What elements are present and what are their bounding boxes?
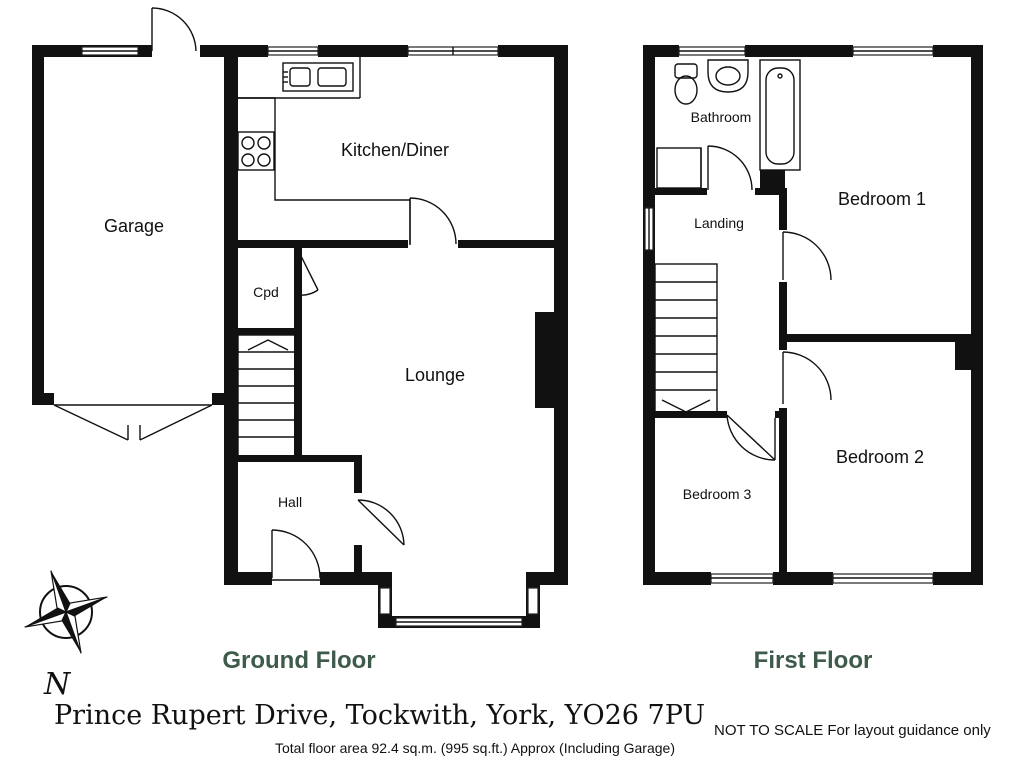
compass-rose-icon: N (24, 570, 108, 700)
airing-cupboard (656, 147, 702, 189)
hall-walls (238, 335, 362, 572)
first-floor-stairs (654, 263, 718, 413)
room-label-landing: Landing (694, 215, 744, 231)
room-label-kitchen: Kitchen/Diner (341, 140, 449, 160)
garage-side-door (151, 7, 197, 52)
toilet-icon (674, 63, 698, 105)
room-label-bedroom2: Bedroom 2 (836, 447, 924, 467)
washbasin-icon (707, 59, 749, 93)
bathroom-walls (643, 170, 785, 195)
kitchen-door (409, 197, 457, 245)
ground-floor-plan: Garage Kitchen/Diner Cpd Lounge Hall Gro… (32, 7, 568, 674)
kitchen-lounge-wall (224, 240, 568, 248)
house-walls-ground (224, 45, 568, 628)
room-label-bedroom1: Bedroom 1 (838, 189, 926, 209)
floor-title-first: First Floor (754, 647, 873, 674)
bay-window-right (527, 587, 539, 615)
lounge-chimney-breast (535, 312, 555, 408)
house-walls-first (643, 45, 983, 585)
garage-double-doors (53, 404, 213, 441)
hob-icon (237, 131, 275, 171)
room-label-bedroom3: Bedroom 3 (683, 486, 752, 502)
front-door (271, 529, 321, 581)
bedroom1-door (782, 231, 832, 281)
bathtub-icon (759, 59, 801, 171)
room-label-hall: Hall (278, 494, 302, 510)
first-floor-plan: Bathroom Landing Bedroom 1 Bedroom 2 Bed… (643, 45, 983, 674)
bedroom2-walls (779, 342, 983, 572)
room-label-cupboard: Cpd (253, 284, 279, 300)
total-floor-area: Total floor area 92.4 sq.m. (995 sq.ft.)… (275, 740, 675, 756)
bedroom3-door (726, 414, 776, 461)
bedroom2-door (782, 351, 832, 404)
compass-north-label: N (43, 667, 72, 700)
room-label-bathroom: Bathroom (691, 109, 752, 125)
ground-floor-stairs (237, 334, 299, 461)
bathroom-door (707, 145, 753, 191)
bedroom1-walls (779, 188, 983, 342)
floor-title-ground: Ground Floor (222, 647, 375, 674)
room-label-garage: Garage (104, 216, 164, 236)
cupboard-walls (238, 248, 302, 335)
cupboard-door (297, 249, 319, 296)
room-label-lounge: Lounge (405, 365, 465, 385)
floor-plan-drawing: Garage Kitchen/Diner Cpd Lounge Hall Gro… (24, 7, 983, 700)
bedroom3-walls (655, 411, 787, 418)
sink-icon (282, 62, 354, 92)
scale-disclaimer: NOT TO SCALE For layout guidance only (714, 722, 991, 739)
hall-lounge-door (357, 499, 405, 546)
property-address: Prince Rupert Drive, Tockwith, York, YO2… (54, 700, 706, 731)
bay-window-left (379, 587, 391, 615)
